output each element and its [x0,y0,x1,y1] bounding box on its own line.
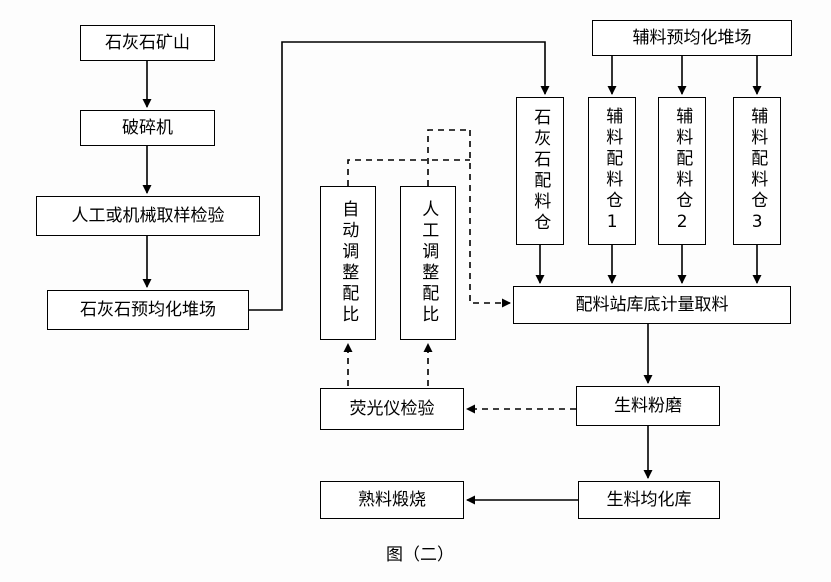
edge-adjust-to-batching [469,130,511,308]
node-raw-meal-homogenizing-silo: 生料均化库 [578,481,720,519]
edge-auto-adjust-out [347,159,470,186]
node-crusher: 破碎机 [80,110,215,146]
node-manual-ratio-adjustment: 人工调整配比 [400,186,456,340]
node-auxiliary-preblending-yard: 辅料预均化堆场 [592,20,792,56]
node-limestone-preblending-yard: 石灰石预均化堆场 [47,290,249,330]
node-auxiliary-batching-silo-2: 辅料配料仓2 [658,97,706,245]
edge-limestone-yard-to-limestone-silo [249,41,550,311]
figure-caption: 图（二） [386,545,454,565]
edge-manual-adjust-out [427,129,470,186]
node-limestone-mine: 石灰石矿山 [80,25,215,61]
node-limestone-batching-silo: 石灰石配料仓 [516,97,564,245]
node-xrf-inspection: 荧光仪检验 [320,388,464,430]
node-raw-meal-grinding: 生料粉磨 [576,386,720,426]
node-auxiliary-batching-silo-1: 辅料配料仓1 [588,97,636,245]
node-batching-station: 配料站库底计量取料 [513,286,791,324]
node-sampling-inspection: 人工或机械取样检验 [36,196,260,236]
node-clinker-calcination: 熟料煅烧 [320,481,464,519]
node-auxiliary-batching-silo-3: 辅料配料仓3 [733,97,781,245]
node-auto-ratio-adjustment: 自动调整配比 [320,186,376,340]
